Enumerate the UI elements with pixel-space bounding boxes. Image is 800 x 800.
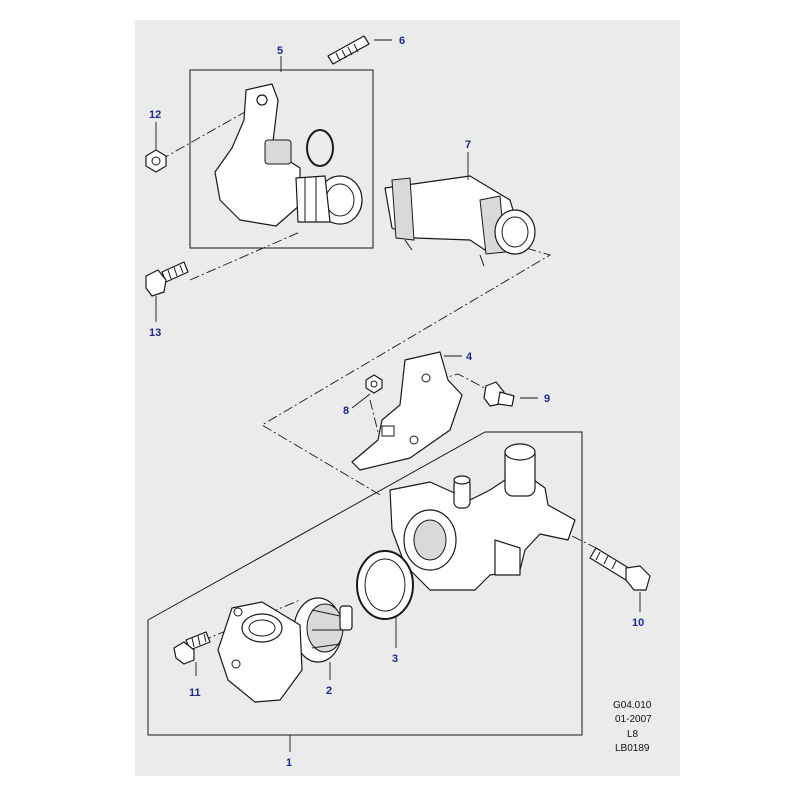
leader-lines	[155, 39, 641, 752]
callout-12: 12	[149, 109, 161, 121]
inlet-cover-part	[217, 601, 303, 703]
bolt-13-part	[145, 261, 189, 297]
drawing-model: L8	[627, 729, 639, 740]
assembly-frame-1	[147, 431, 583, 736]
gasket-part	[356, 550, 414, 620]
callout-13: 13	[149, 327, 161, 339]
callout-1: 1	[286, 757, 292, 769]
stud-part	[327, 35, 370, 65]
outlet-elbow-part	[214, 83, 363, 227]
bolt-9-part	[483, 381, 515, 407]
bolt-11-part	[173, 631, 211, 665]
drawing-date: 01-2007	[615, 714, 652, 725]
bolt-10-part	[589, 547, 651, 591]
bracket-part	[351, 351, 463, 471]
thermostat-housing-part	[389, 443, 576, 591]
callout-11: 11	[189, 687, 201, 699]
callout-5: 5	[277, 45, 283, 57]
callout-6: 6	[399, 35, 405, 47]
callout-10: 10	[632, 617, 644, 629]
callout-7: 7	[465, 139, 471, 151]
coolant-hose-part	[384, 175, 536, 267]
nut-8-part	[365, 374, 383, 394]
alignment-line-upper	[159, 94, 552, 497]
nut-12-part	[145, 149, 167, 173]
drawing-code: G04.010	[613, 700, 652, 711]
assembly-frame-5	[189, 69, 374, 249]
callout-3: 3	[392, 653, 398, 665]
callout-8: 8	[343, 405, 349, 417]
callout-4: 4	[466, 351, 473, 363]
callout-9: 9	[544, 393, 550, 405]
thermostat-part	[293, 597, 353, 663]
drawing-ref: LB0189	[615, 743, 650, 754]
callout-2: 2	[326, 685, 332, 697]
o-ring-part	[306, 129, 334, 167]
